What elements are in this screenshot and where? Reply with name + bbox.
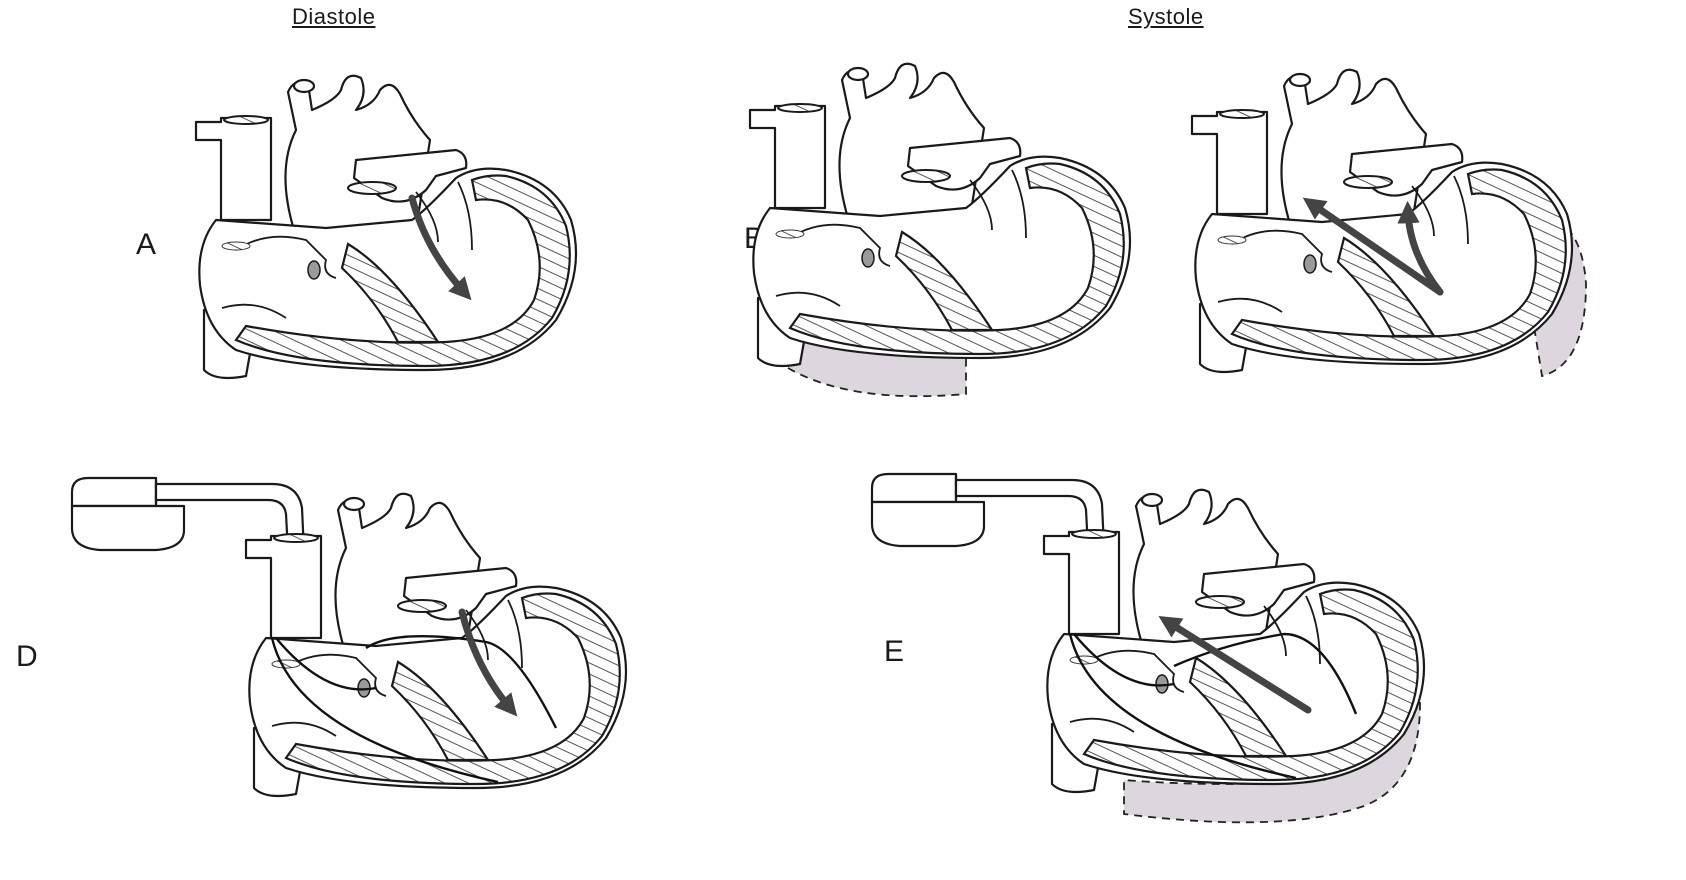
heart-a-diagram bbox=[196, 76, 576, 378]
heart-e-pacemaker-diagram bbox=[872, 474, 1424, 822]
heart-c-diagram bbox=[1192, 70, 1586, 376]
heart-d-pacemaker-diagram bbox=[72, 478, 626, 796]
heart-b-diagram bbox=[750, 64, 1130, 396]
